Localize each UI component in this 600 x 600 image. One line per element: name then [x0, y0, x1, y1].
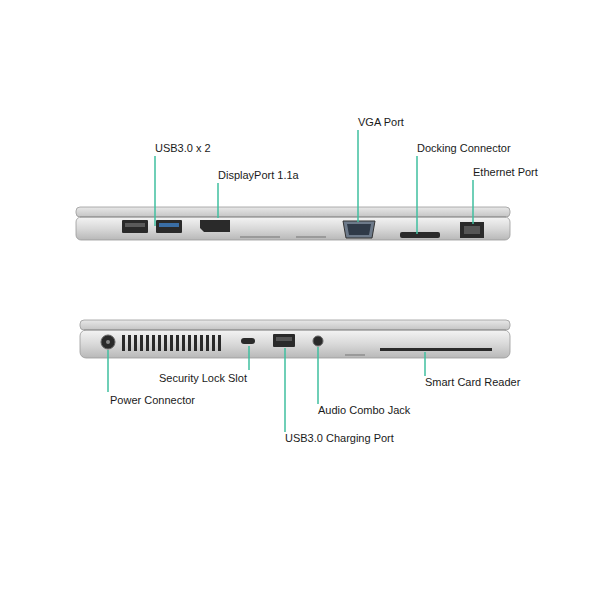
- callout-label: Audio Combo Jack: [318, 404, 410, 417]
- callout-label: DisplayPort 1.1a: [218, 169, 299, 182]
- callout-label: Security Lock Slot: [159, 372, 247, 385]
- callout-label: Ethernet Port: [473, 166, 538, 179]
- callout-label: VGA Port: [358, 116, 404, 129]
- callout-label: USB3.0 Charging Port: [285, 432, 394, 445]
- callout-label: Power Connector: [110, 394, 195, 407]
- callout-label: USB3.0 x 2: [155, 142, 211, 155]
- callout-label: Docking Connector: [417, 142, 511, 155]
- callout-label: Smart Card Reader: [425, 376, 520, 389]
